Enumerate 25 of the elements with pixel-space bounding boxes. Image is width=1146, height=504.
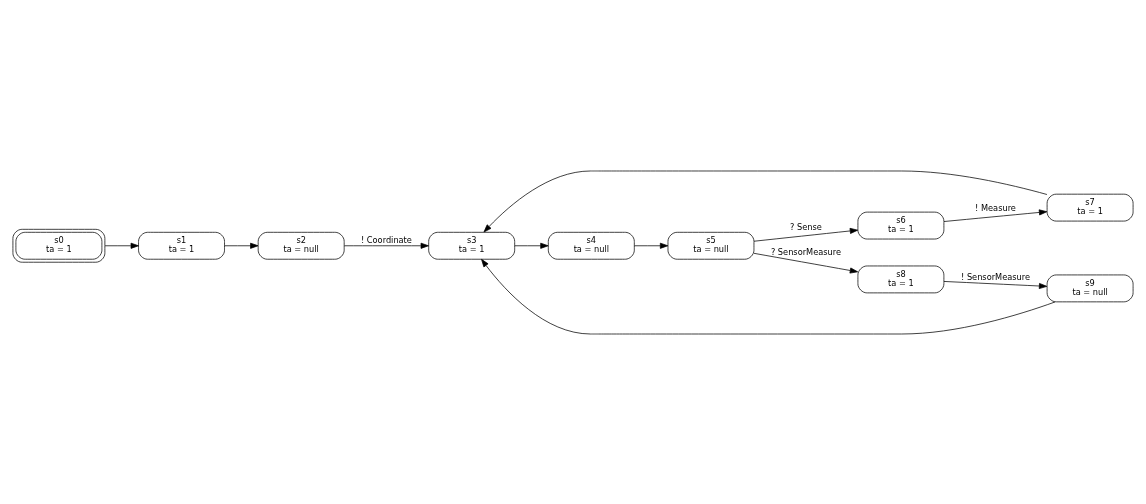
edge-label: ? SensorMeasure [770,246,841,257]
edge-label: ? Sense [790,221,822,232]
node-box: s1 ta = 1 [138,231,225,260]
arrow [224,242,259,249]
arrow [483,170,1048,232]
arrow [481,258,1056,334]
arrow [753,227,859,242]
edge-label: ! Coordinate [360,234,412,245]
node-box: s8 ta = 1 [857,265,945,293]
node-box: s5 ta = null [667,231,755,260]
arrow [634,242,669,249]
node-box: s2 ta = null [257,231,345,260]
arrow [943,208,1048,222]
node-box: s4 ta = null [547,231,635,260]
node-box: s3 ta = 1 [428,231,516,260]
arrow [753,252,859,273]
node-box: s9 ta = null [1046,274,1134,302]
arrow [943,280,1048,289]
arrow [104,242,139,249]
edge-label: ! SensorMeasure [960,271,1031,282]
node-box: s6 ta = 1 [857,211,945,239]
arrow [514,242,549,249]
node-box: s7 ta = 1 [1046,193,1134,221]
arrow [344,242,429,249]
edge-label: ! Measure [975,202,1016,213]
